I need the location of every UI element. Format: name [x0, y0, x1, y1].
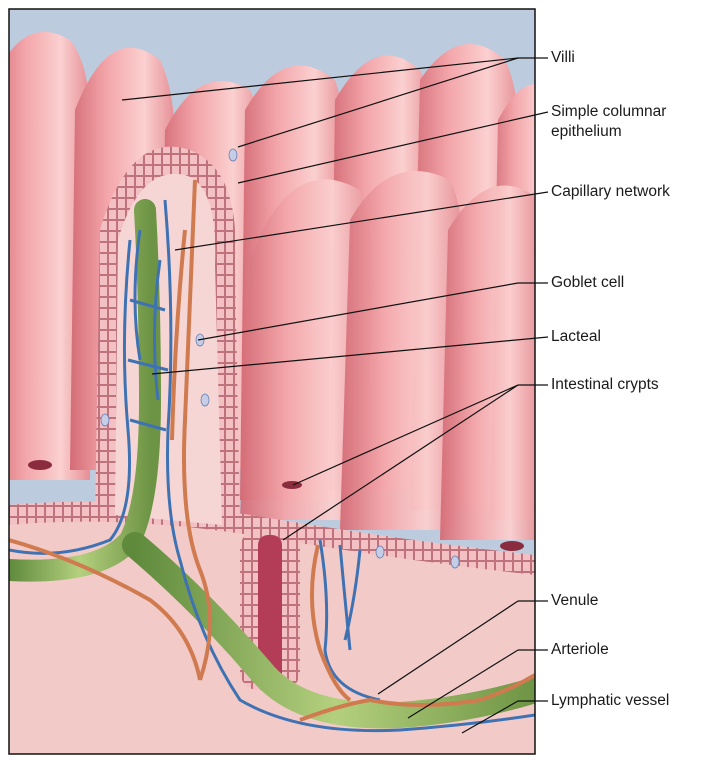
crypt-opening [28, 460, 52, 470]
label-intestinal-crypts: Intestinal crypts [551, 375, 659, 395]
label-capillary-network: Capillary network [551, 182, 670, 202]
label-simple-columnar-line2: epithelium [551, 122, 622, 142]
label-arteriole: Arteriole [551, 640, 609, 660]
background-villi [0, 32, 560, 540]
label-simple-columnar-line1: Simple columnar [551, 102, 666, 122]
label-villi: Villi [551, 48, 575, 68]
crypt-opening [500, 541, 524, 551]
label-lymphatic-vessel: Lymphatic vessel [551, 691, 669, 711]
label-lacteal: Lacteal [551, 327, 601, 347]
label-venule: Venule [551, 591, 598, 611]
label-goblet-cell: Goblet cell [551, 273, 624, 293]
illustration-area [0, 9, 560, 754]
